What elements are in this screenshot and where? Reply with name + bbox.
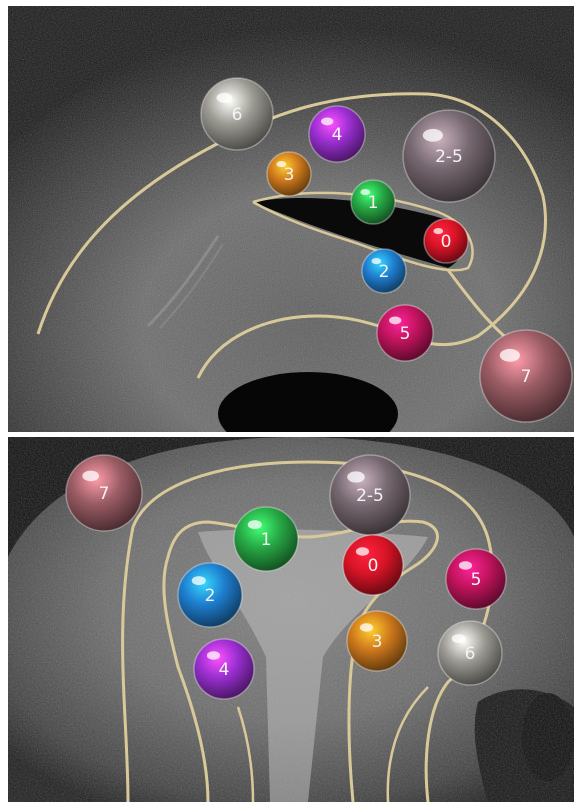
figo-marker-2: 2: [178, 563, 242, 627]
figo-marker-1: 1: [351, 180, 395, 224]
marker-label: 3: [372, 632, 383, 652]
figo-marker-4: 4: [309, 106, 365, 162]
figo-marker-2-5: 2-5: [403, 110, 495, 202]
marker-highlight: [216, 93, 232, 103]
figo-marker-0: 0: [343, 535, 403, 595]
ultrasound-panel-coronal: 7 2-5 1 0 5 2 3 4 6: [8, 437, 574, 802]
marker-highlight: [207, 651, 220, 659]
marker-highlight: [360, 623, 373, 631]
figo-marker-6: 6: [438, 621, 502, 685]
marker-highlight: [347, 471, 365, 482]
marker-label: 0: [441, 232, 452, 252]
marker-label: 2-5: [435, 147, 463, 167]
marker-label: 4: [332, 125, 343, 145]
ultrasound-image-coronal: 7 2-5 1 0 5 2 3 4 6: [8, 437, 574, 802]
marker-highlight: [192, 576, 206, 585]
marker-highlight: [82, 471, 99, 482]
figo-marker-1: 1: [234, 507, 298, 571]
figo-marker-2: 2: [362, 249, 406, 293]
marker-label: 7: [521, 367, 532, 387]
figo-marker-7: 7: [66, 455, 142, 531]
marker-label: 2: [205, 586, 216, 606]
marker-label: 7: [99, 484, 110, 504]
marker-highlight: [423, 129, 443, 142]
marker-label: 5: [471, 570, 482, 590]
marker-label: 1: [261, 530, 272, 550]
marker-label: 4: [219, 660, 230, 680]
figo-marker-7: 7: [480, 330, 572, 422]
marker-highlight: [356, 547, 369, 555]
figo-marker-4: 4: [194, 639, 254, 699]
figo-marker-3: 3: [347, 611, 407, 671]
marker-highlight: [452, 634, 466, 643]
marker-label: 6: [232, 105, 243, 125]
marker-highlight: [500, 349, 520, 362]
marker-highlight: [459, 561, 472, 569]
figo-marker-3: 3: [267, 152, 311, 196]
figo-marker-5: 5: [446, 549, 506, 609]
marker-label: 2: [379, 262, 390, 282]
marker-label: 2-5: [356, 486, 384, 506]
marker-label: 1: [368, 193, 379, 213]
ultrasound-panel-sagittal: 6 4 2-5 3 1 0 2 5 7: [8, 6, 574, 432]
marker-label: 5: [400, 324, 411, 344]
figo-marker-5: 5: [377, 305, 433, 361]
figo-marker-6: 6: [201, 78, 273, 150]
marker-label: 3: [284, 165, 295, 185]
ultrasound-image-sagittal: 6 4 2-5 3 1 0 2 5 7: [8, 6, 574, 432]
figo-marker-0: 0: [424, 219, 468, 263]
marker-highlight: [248, 520, 262, 529]
marker-label: 0: [368, 556, 379, 576]
marker-label: 6: [465, 644, 476, 664]
figo-marker-2-5: 2-5: [330, 455, 410, 535]
